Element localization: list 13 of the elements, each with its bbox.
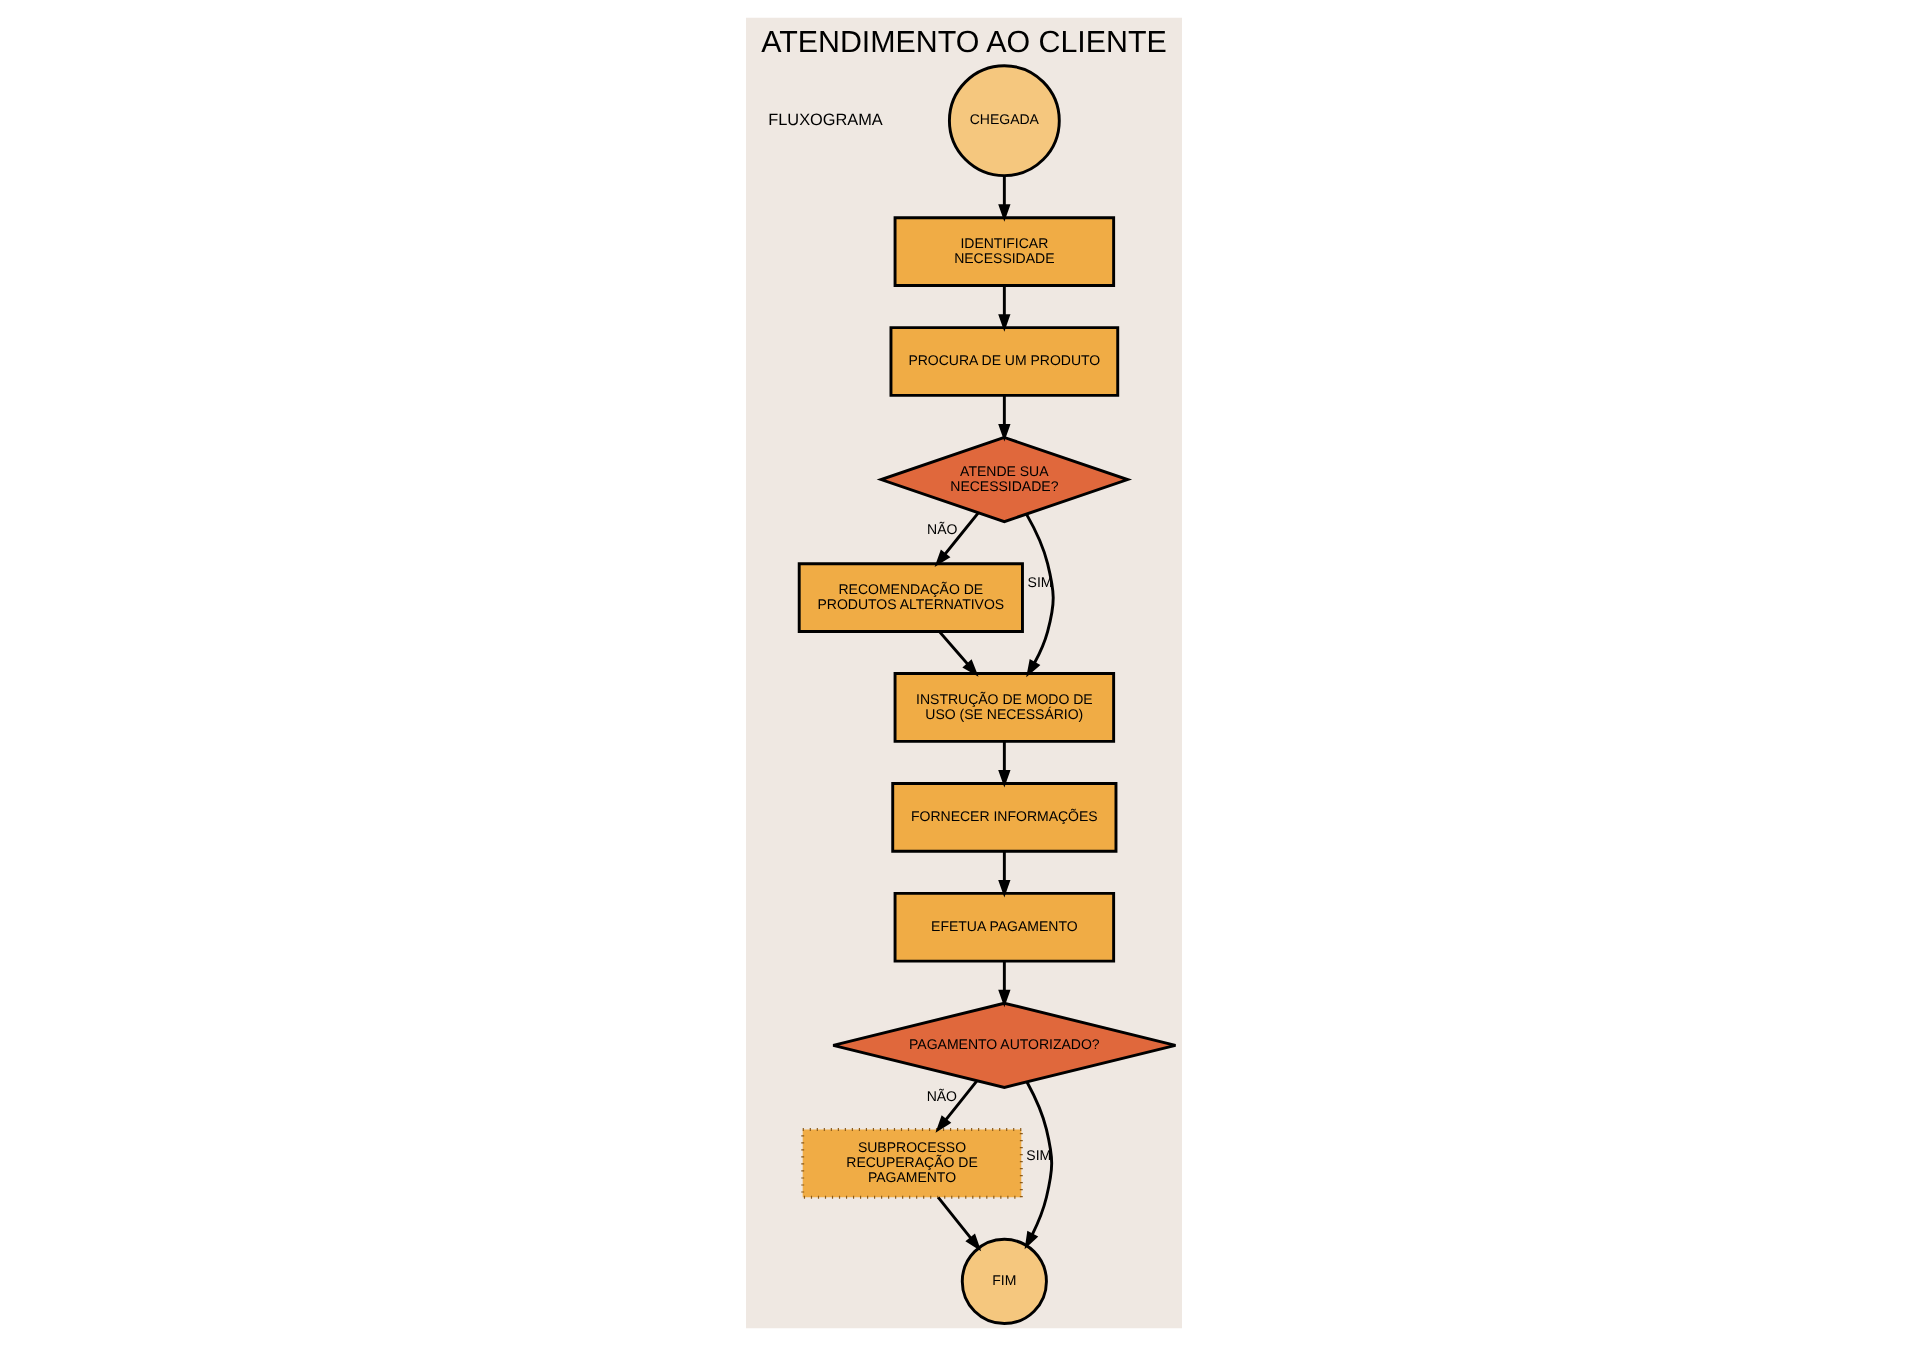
arrow xyxy=(937,630,978,677)
arrow xyxy=(933,512,979,567)
arrow xyxy=(1023,1081,1053,1250)
arrow xyxy=(997,741,1010,788)
arrow xyxy=(997,175,1010,222)
arrow xyxy=(936,1196,981,1252)
arrow xyxy=(997,961,1010,1008)
diagram-title: ATENDIMENTO AO CLIENTE xyxy=(760,25,1166,60)
arrow xyxy=(1024,513,1054,678)
arrow xyxy=(997,395,1010,442)
arrow xyxy=(934,1079,978,1133)
arrow xyxy=(997,851,1010,898)
arrow xyxy=(997,285,1010,332)
